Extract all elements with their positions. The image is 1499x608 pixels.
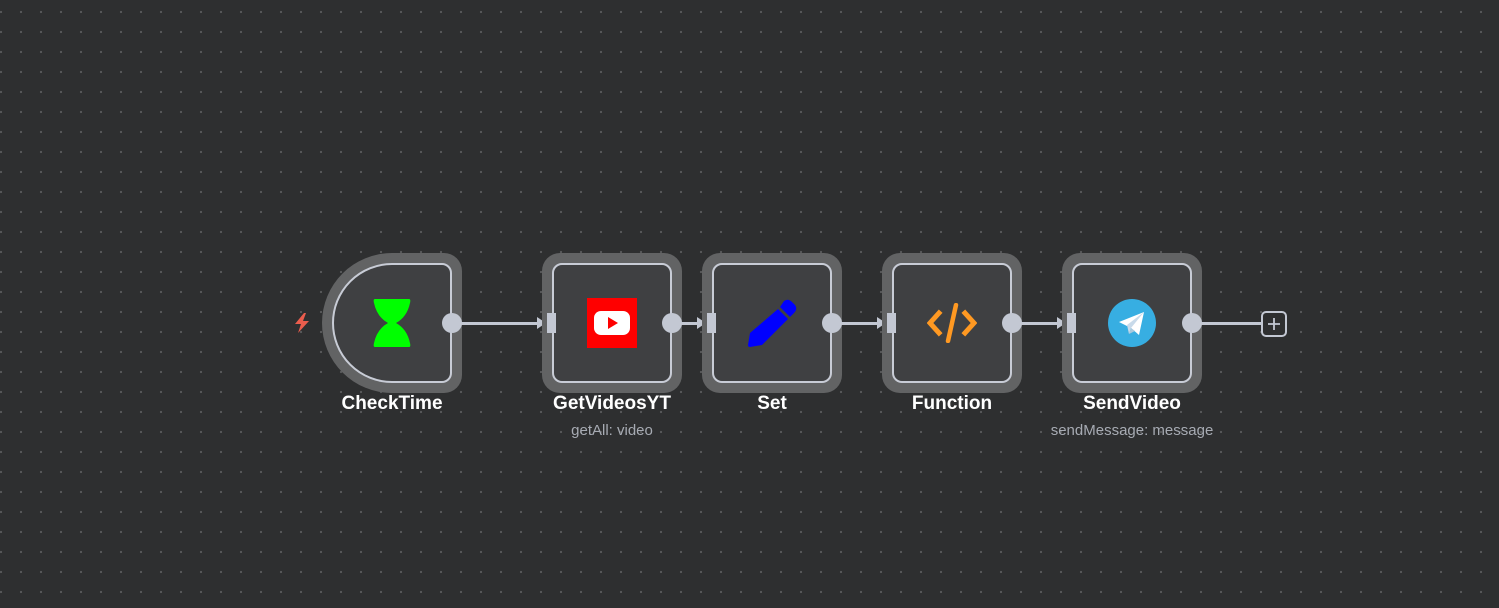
code-icon — [927, 303, 977, 343]
node-checktime-body[interactable] — [332, 263, 452, 383]
node-subtitle: getAll: video — [571, 422, 653, 439]
hourglass-icon — [373, 299, 411, 347]
plus-icon — [1268, 318, 1280, 330]
node-function-body[interactable] — [892, 263, 1012, 383]
node-getvideosyt-body[interactable] — [552, 263, 672, 383]
node-getvideosyt[interactable]: GetVideosYT getAll: video — [542, 253, 682, 439]
connection-edge[interactable] — [680, 322, 698, 325]
add-node-edge — [1200, 322, 1262, 325]
input-handle[interactable] — [887, 313, 896, 333]
input-handle[interactable] — [547, 313, 556, 333]
connection-edge[interactable] — [840, 322, 878, 325]
node-sendvideo[interactable]: SendVideo sendMessage: message — [1051, 253, 1213, 439]
node-label: Function — [911, 393, 993, 414]
node-checktime[interactable]: CheckTime — [322, 253, 462, 414]
node-label: CheckTime — [341, 393, 443, 414]
telegram-icon — [1108, 299, 1156, 347]
arrow-head-icon — [877, 317, 886, 329]
output-handle[interactable] — [1182, 313, 1202, 333]
node-label: SendVideo — [1083, 393, 1181, 414]
node-set-body[interactable] — [712, 263, 832, 383]
lightning-bolt-icon — [295, 313, 309, 333]
arrow-head-icon — [1057, 317, 1066, 329]
node-function[interactable]: Function — [882, 253, 1022, 414]
arrow-head-icon — [697, 317, 706, 329]
pencil-icon — [748, 299, 797, 347]
input-handle[interactable] — [1067, 313, 1076, 333]
output-handle[interactable] — [822, 313, 842, 333]
node-label: Set — [757, 393, 787, 414]
input-handle[interactable] — [707, 313, 716, 333]
connection-edge[interactable] — [460, 322, 538, 325]
node-subtitle: sendMessage: message — [1050, 422, 1214, 439]
connection-edge[interactable] — [1020, 322, 1058, 325]
output-handle[interactable] — [442, 313, 462, 333]
add-node-button[interactable] — [1261, 311, 1287, 337]
arrow-head-icon — [537, 317, 546, 329]
output-handle[interactable] — [662, 313, 682, 333]
node-sendvideo-body[interactable] — [1072, 263, 1192, 383]
node-label: GetVideosYT — [553, 393, 671, 414]
output-handle[interactable] — [1002, 313, 1022, 333]
youtube-icon — [587, 298, 637, 348]
node-set[interactable]: Set — [702, 253, 842, 414]
